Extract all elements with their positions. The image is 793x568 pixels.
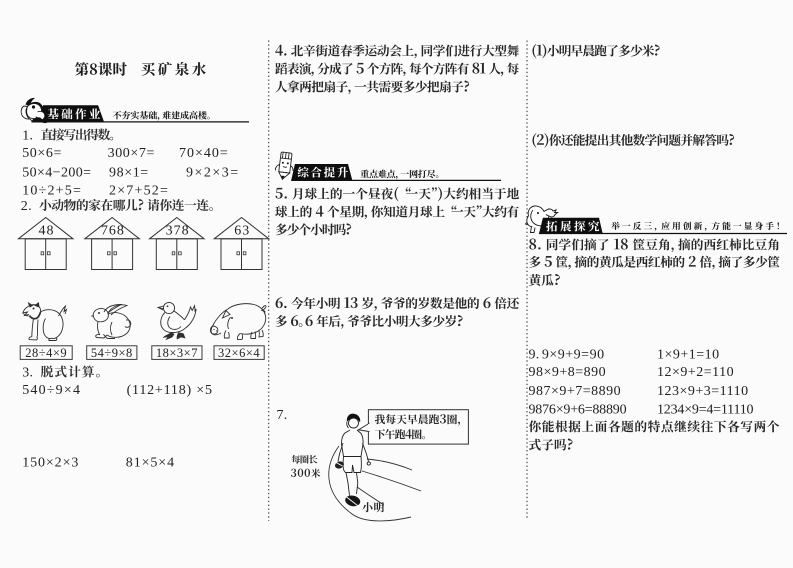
svg-text:123×9+3=1110: 123×9+3=1110 xyxy=(657,384,749,399)
svg-text:150×2×3: 150×2×3 xyxy=(22,455,79,470)
svg-text:540÷9×4: 540÷9×4 xyxy=(22,383,81,398)
svg-text:3.: 3. xyxy=(22,365,33,380)
svg-text:9×2×3=: 9×2×3= xyxy=(186,165,240,180)
svg-text:50×4−200=: 50×4−200= xyxy=(22,165,91,180)
svg-text:63: 63 xyxy=(234,224,250,239)
svg-text:378: 378 xyxy=(166,224,190,239)
svg-text:300×7=: 300×7= xyxy=(108,146,155,161)
svg-text:9×9+9=90: 9×9+9=90 xyxy=(542,347,605,362)
svg-text:50×6=: 50×6= xyxy=(22,146,62,161)
svg-text:9.: 9. xyxy=(529,347,540,362)
svg-text:2×7+52=: 2×7+52= xyxy=(109,184,169,199)
svg-text:9876×9+6=88890: 9876×9+6=88890 xyxy=(529,403,627,418)
svg-text:1234×9=4=11110: 1234×9=4=11110 xyxy=(657,403,754,418)
svg-text:768: 768 xyxy=(101,224,125,239)
svg-text:98×9+8=890: 98×9+8=890 xyxy=(529,365,607,380)
svg-text:(112+118) ×5: (112+118) ×5 xyxy=(127,383,213,398)
svg-text:1.: 1. xyxy=(22,129,33,144)
svg-text:1×9+1=10: 1×9+1=10 xyxy=(657,347,720,362)
svg-text:32×6×4: 32×6×4 xyxy=(218,346,260,360)
svg-text:54÷9×8: 54÷9×8 xyxy=(91,346,133,360)
svg-text:987×9+7=8890: 987×9+7=8890 xyxy=(529,384,622,399)
svg-text:2.: 2. xyxy=(21,199,32,214)
svg-text:98×1=: 98×1= xyxy=(109,165,149,180)
svg-text:81×5×4: 81×5×4 xyxy=(126,455,175,470)
svg-text:12×9+2=110: 12×9+2=110 xyxy=(657,365,734,380)
svg-text:70×40=: 70×40= xyxy=(179,146,229,161)
svg-text:48: 48 xyxy=(39,224,55,239)
svg-text:10÷2+5=: 10÷2+5= xyxy=(22,184,82,199)
svg-text:28÷4×9: 28÷4×9 xyxy=(25,346,67,360)
svg-text:18×3×7: 18×3×7 xyxy=(156,346,198,360)
svg-text:7.: 7. xyxy=(277,408,288,423)
